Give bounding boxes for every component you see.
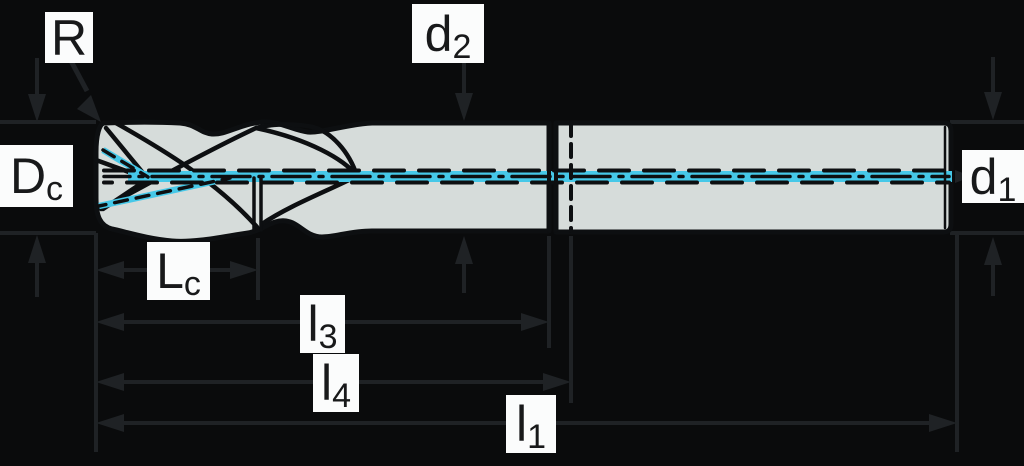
r-leader-arrow: [68, 59, 101, 122]
label-corner-radius: R: [45, 12, 93, 63]
section-boundary-lines: [252, 121, 947, 233]
flute-detail: [93, 120, 360, 230]
lc-dimension-line: [96, 261, 258, 279]
centerline-dashes: [97, 148, 951, 208]
d1-extension-lines: [950, 120, 1024, 235]
dc-extension-lines: [0, 120, 96, 235]
label-corner-radius-text: R: [50, 9, 88, 66]
dc-arrows: [28, 58, 46, 297]
dimension-lines: [0, 57, 1024, 452]
d2-arrows: [455, 63, 473, 293]
tool-silhouette: [93, 119, 972, 244]
d1-arrows: [984, 57, 1002, 296]
